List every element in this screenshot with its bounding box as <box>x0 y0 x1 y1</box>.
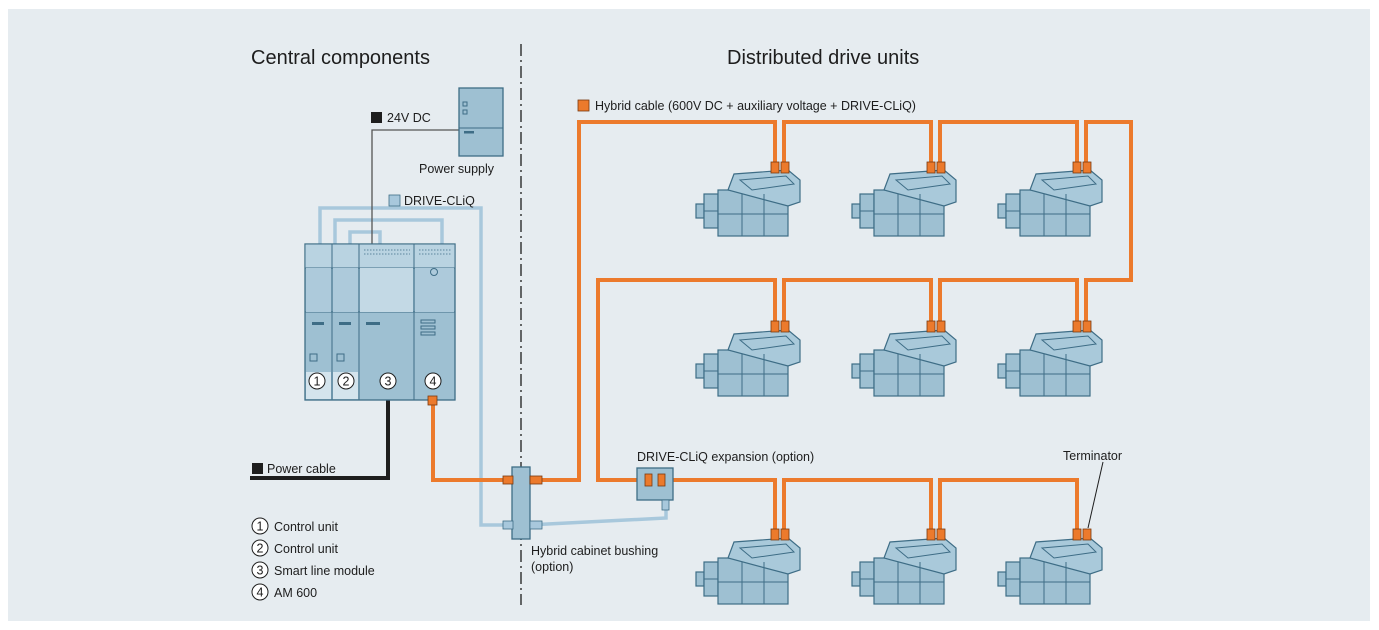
module-key-3: 3 Smart line module <box>251 561 375 579</box>
module-key-list: 1 Control unit 2 Control unit 3 Smart li… <box>251 517 375 601</box>
hybrid-cabinet-bushing <box>502 466 543 540</box>
svg-text:4: 4 <box>257 586 264 600</box>
power-cable-label: Power cable <box>267 462 336 476</box>
power-cable-swatch <box>252 463 263 474</box>
power-cable-line <box>250 396 390 480</box>
svg-text:2: 2 <box>257 542 264 556</box>
motor-connectors <box>770 161 1092 541</box>
power-supply-label: Power supply <box>419 162 495 176</box>
terminator-label: Terminator <box>1063 449 1122 463</box>
module-badge-3: 3 <box>379 372 397 390</box>
servo-motor-8 <box>851 537 957 605</box>
svg-text:3: 3 <box>385 375 392 389</box>
svg-text:Control unit: Control unit <box>274 520 338 534</box>
dc24-label: 24V DC <box>387 111 431 125</box>
servo-motor-5 <box>851 329 957 397</box>
svg-text:1: 1 <box>257 520 264 534</box>
power-supply-unit <box>458 87 504 157</box>
svg-text:Smart line module: Smart line module <box>274 564 375 578</box>
dc24-cable <box>371 129 460 248</box>
drive-cliq-swatch <box>388 194 401 207</box>
module-badge-2: 2 <box>337 372 355 390</box>
servo-motor-6 <box>997 329 1103 397</box>
hybrid-cables <box>431 120 1133 530</box>
servo-motor-2 <box>851 169 957 237</box>
svg-text:Control unit: Control unit <box>274 542 338 556</box>
bushing-label-line1: Hybrid cabinet bushing <box>531 544 658 558</box>
dc24-swatch <box>371 112 382 123</box>
diagram-panel <box>8 9 1370 621</box>
svg-text:4: 4 <box>430 375 437 389</box>
terminator-pointer <box>1087 461 1104 529</box>
bushing-label-line2: (option) <box>531 560 573 574</box>
distributed-drive-units-heading: Distributed drive units <box>727 47 919 69</box>
module-badge-1: 1 <box>308 372 326 390</box>
servo-motor-7 <box>695 537 801 605</box>
servo-motor-4 <box>695 329 801 397</box>
hybrid-cable-label: Hybrid cable (600V DC + auxiliary voltag… <box>595 99 916 113</box>
servo-motor-9 <box>997 537 1103 605</box>
expansion-label: DRIVE-CLiQ expansion (option) <box>637 450 814 464</box>
svg-text:AM 600: AM 600 <box>274 586 317 600</box>
module-badge-4: 4 <box>424 372 442 390</box>
module-key-2: 2 Control unit <box>251 539 338 557</box>
servo-motor-3 <box>997 169 1103 237</box>
central-components-heading: Central components <box>251 47 430 69</box>
drive-cliq-expansion-unit <box>636 467 674 511</box>
servo-motors <box>695 169 1103 605</box>
module-key-4: 4 AM 600 <box>251 583 317 601</box>
hybrid-cable-swatch <box>577 99 590 112</box>
svg-text:3: 3 <box>257 564 264 578</box>
drive-cliq-label: DRIVE-CLiQ <box>404 194 475 208</box>
svg-text:2: 2 <box>343 375 350 389</box>
module-key-1: 1 Control unit <box>251 517 338 535</box>
svg-text:1: 1 <box>314 375 321 389</box>
servo-motor-1 <box>695 169 801 237</box>
